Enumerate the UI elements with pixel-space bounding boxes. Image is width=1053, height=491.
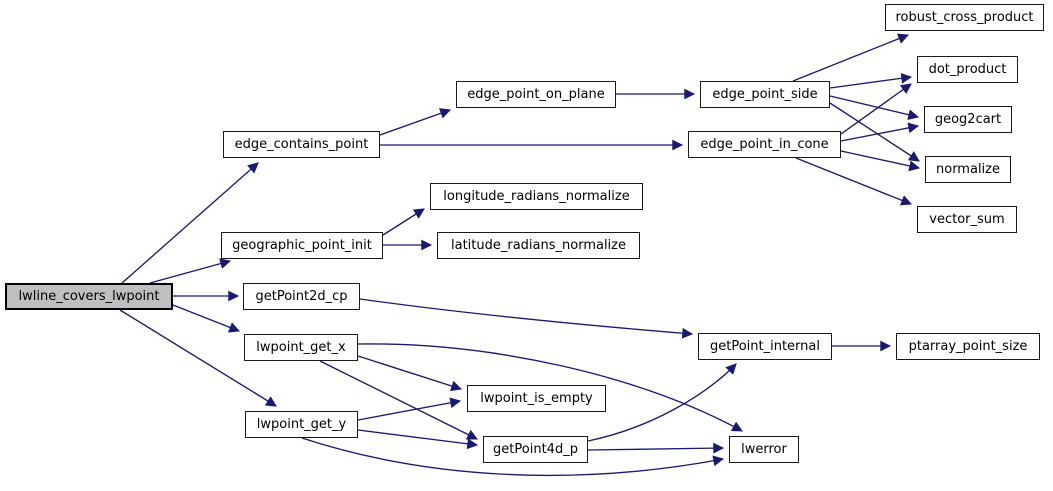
node-label-vector_sum: vector_sum: [929, 212, 1005, 227]
edge-lwpoint_get_x-to-getPoint4d_p: [319, 360, 478, 440]
node-label-edge_point_side: edge_point_side: [712, 87, 818, 102]
edge-edge_point_side-to-geog2cart: [829, 95, 920, 120]
node-getPoint_internal[interactable]: getPoint_internal: [698, 333, 832, 360]
node-label-getPoint2d_cp: getPoint2d_cp: [255, 289, 348, 304]
edge-edge_point_side-to-normalize: [829, 102, 920, 162]
node-lwerror[interactable]: lwerror: [729, 436, 799, 463]
edge-edge_point_in_cone-to-dot_product: [840, 83, 912, 135]
node-getPoint2d_cp[interactable]: getPoint2d_cp: [243, 283, 360, 310]
edge-lwline_covers_lwpoint-to-edge_contains_point: [121, 162, 259, 284]
node-label-ptarray_point_size: ptarray_point_size: [908, 339, 1028, 354]
edge-lwpoint_get_x-to-lwerror: [357, 343, 743, 432]
edge-lwline_covers_lwpoint-to-lwpoint_get_x: [172, 304, 241, 333]
node-lwpoint_is_empty[interactable]: lwpoint_is_empty: [467, 385, 606, 412]
node-longitude_radians_normalize[interactable]: longitude_radians_normalize: [430, 183, 643, 210]
node-label-latitude_radians_normalize: latitude_radians_normalize: [450, 238, 626, 253]
node-dot_product[interactable]: dot_product: [917, 56, 1018, 83]
node-label-edge_contains_point: edge_contains_point: [234, 137, 369, 152]
node-geographic_point_init[interactable]: geographic_point_init: [221, 232, 383, 259]
edge-edge_point_in_cone-to-normalize: [840, 150, 921, 172]
node-lwpoint_get_y[interactable]: lwpoint_get_y: [245, 411, 358, 438]
edge-lwpoint_get_y-to-lwpoint_is_empty: [357, 397, 462, 421]
node-edge_contains_point[interactable]: edge_contains_point: [223, 131, 380, 158]
edges-group: [119, 33, 921, 476]
node-label-geographic_point_init: geographic_point_init: [232, 238, 372, 253]
node-lwpoint_get_x[interactable]: lwpoint_get_x: [244, 334, 358, 361]
node-label-lwpoint_get_x: lwpoint_get_x: [256, 340, 346, 355]
edge-getPoint2d_cp-to-getPoint_internal: [359, 298, 694, 339]
node-geog2cart[interactable]: geog2cart: [924, 106, 1012, 133]
node-latitude_radians_normalize[interactable]: latitude_radians_normalize: [437, 232, 640, 259]
node-label-lwpoint_is_empty: lwpoint_is_empty: [480, 391, 593, 406]
edge-getPoint4d_p-to-getPoint_internal: [587, 363, 737, 442]
edge-edge_contains_point-to-edge_point_on_plane: [379, 108, 452, 136]
node-label-dot_product: dot_product: [928, 62, 1007, 77]
node-label-lwerror: lwerror: [741, 442, 787, 457]
node-normalize[interactable]: normalize: [925, 156, 1011, 183]
node-edge_point_on_plane[interactable]: edge_point_on_plane: [456, 81, 616, 108]
node-edge_point_in_cone[interactable]: edge_point_in_cone: [688, 131, 841, 158]
node-label-getPoint_internal: getPoint_internal: [709, 339, 820, 354]
node-lwline_covers_lwpoint: lwline_covers_lwpoint: [5, 283, 173, 310]
node-label-lwline_covers_lwpoint: lwline_covers_lwpoint: [18, 289, 160, 304]
node-label-edge_point_on_plane: edge_point_on_plane: [467, 87, 605, 102]
edge-edge_point_in_cone-to-geog2cart: [840, 122, 920, 142]
edge-lwline_covers_lwpoint-to-geographic_point_init: [149, 258, 232, 284]
edge-lwpoint_get_x-to-lwpoint_is_empty: [357, 355, 463, 392]
node-edge_point_side[interactable]: edge_point_side: [700, 81, 830, 108]
node-label-edge_point_in_cone: edge_point_in_cone: [700, 137, 829, 152]
edge-lwpoint_get_y-to-getPoint4d_p: [357, 429, 479, 450]
edge-getPoint4d_p-to-lwerror: [587, 442, 725, 454]
edge-lwline_covers_lwpoint-to-lwpoint_get_y: [119, 309, 277, 407]
edge-lwpoint_get_y-to-lwerror: [301, 437, 725, 476]
node-label-robust_cross_product: robust_cross_product: [895, 10, 1034, 25]
edge-edge_point_in_cone-to-vector_sum: [795, 157, 913, 206]
node-label-geog2cart: geog2cart: [934, 112, 1002, 127]
edge-edge_point_side-to-dot_product: [829, 72, 913, 89]
node-getPoint4d_p[interactable]: getPoint4d_p: [483, 436, 588, 463]
edge-geographic_point_init-to-longitude_radians_normalize: [382, 208, 425, 236]
node-label-getPoint4d_p: getPoint4d_p: [493, 442, 578, 457]
node-label-longitude_radians_normalize: longitude_radians_normalize: [443, 189, 630, 204]
node-robust_cross_product[interactable]: robust_cross_product: [885, 4, 1044, 31]
node-label-lwpoint_get_y: lwpoint_get_y: [256, 417, 347, 432]
node-label-normalize: normalize: [936, 162, 1000, 177]
edge-edge_point_side-to-robust_cross_product: [792, 33, 910, 82]
node-vector_sum[interactable]: vector_sum: [917, 206, 1017, 233]
node-ptarray_point_size[interactable]: ptarray_point_size: [896, 333, 1040, 360]
